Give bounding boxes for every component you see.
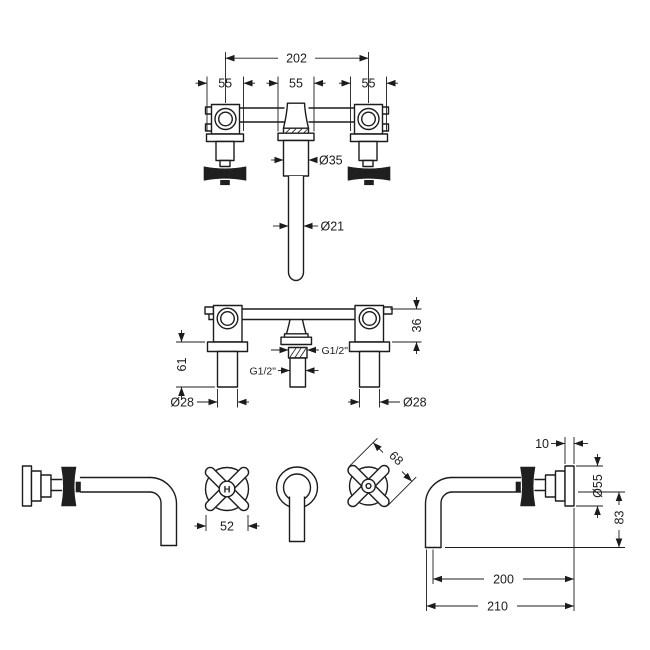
label-thickness-10: 10	[535, 437, 549, 451]
label-g12-bottom: G1/2"	[250, 365, 277, 377]
label-dia-35: Ø35	[319, 154, 343, 168]
dim-plan-pitch-right: 55	[339, 76, 398, 131]
side-view-right: 10 Ø55 83 200	[424, 437, 627, 614]
label-dia28-right: Ø28	[403, 396, 427, 410]
dim-handle-size: 68	[348, 437, 417, 506]
dim-projection-center: 200	[432, 508, 575, 611]
plan-pipe	[238, 107, 356, 123]
dim-handle-width: 52	[194, 515, 260, 534]
dim-elev-dia28-left: Ø28	[170, 389, 249, 410]
elev-spout-connection	[280, 318, 313, 388]
label-pitch-center-55: 55	[289, 77, 303, 91]
label-drop-83: 83	[613, 511, 627, 525]
label-projection-200: 200	[493, 573, 514, 587]
dim-elev-body-height: 36	[390, 297, 424, 354]
plan-spout	[277, 102, 315, 282]
elev-left-valve	[204, 304, 249, 388]
label-width-52: 52	[220, 520, 234, 534]
dim-elev-dia28-right: Ø28	[348, 389, 427, 410]
label-dia28-left: Ø28	[170, 396, 194, 410]
dim-spout-drop: 83	[445, 491, 627, 548]
dim-elev-valve-depth: 61	[175, 330, 215, 399]
plan-right-handle-edge	[347, 166, 391, 181]
dim-plan-tube-dia: Ø21	[273, 220, 344, 234]
label-dia-21: Ø21	[321, 220, 345, 234]
dim-projection-overall: 210	[426, 549, 574, 614]
dim-plan-sleeve-dia: Ø35	[271, 154, 343, 168]
label-pitch-right-55: 55	[362, 77, 376, 91]
label-projection-210: 210	[487, 600, 508, 614]
dim-plan-pitch-center: 55	[266, 76, 326, 132]
elev-right-valve	[348, 304, 393, 388]
dim-elev-inlet-top: G1/2"	[271, 345, 348, 357]
dim-plate-dia: Ø55	[576, 454, 605, 518]
dim-plan-pitch-left: 55	[195, 76, 255, 131]
dim-plate-thickness: 10	[535, 437, 588, 464]
label-span-202: 202	[286, 52, 307, 66]
label-size-68: 68	[386, 448, 406, 468]
plan-view: 202 55 55 55 Ø35	[195, 52, 398, 282]
plan-right-valve	[347, 103, 391, 186]
side-view-left	[21, 465, 178, 547]
dim-elev-inlet-bottom: G1/2"	[250, 365, 319, 377]
label-hot-marker: H	[224, 484, 231, 495]
label-dia-55: Ø55	[591, 474, 605, 498]
label-g12-top: G1/2"	[322, 345, 349, 357]
handle-diagonal-view: 68	[347, 437, 417, 508]
dim-plan-overall-span: 202	[225, 52, 369, 103]
handle-front-view: H 52	[194, 466, 260, 534]
elevation-view: 61 36 G1/2" G1/2" Ø28	[170, 297, 427, 410]
plan-spout-tube	[287, 176, 305, 282]
side-left-handle-edge	[61, 466, 77, 507]
label-height-36: 36	[410, 319, 424, 333]
side-right-handle-edge	[520, 466, 536, 507]
label-depth-61: 61	[175, 358, 189, 372]
plan-left-valve	[203, 103, 247, 186]
spout-front-view	[275, 466, 319, 543]
plan-left-handle-edge	[203, 166, 247, 181]
label-pitch-left-55: 55	[218, 77, 232, 91]
